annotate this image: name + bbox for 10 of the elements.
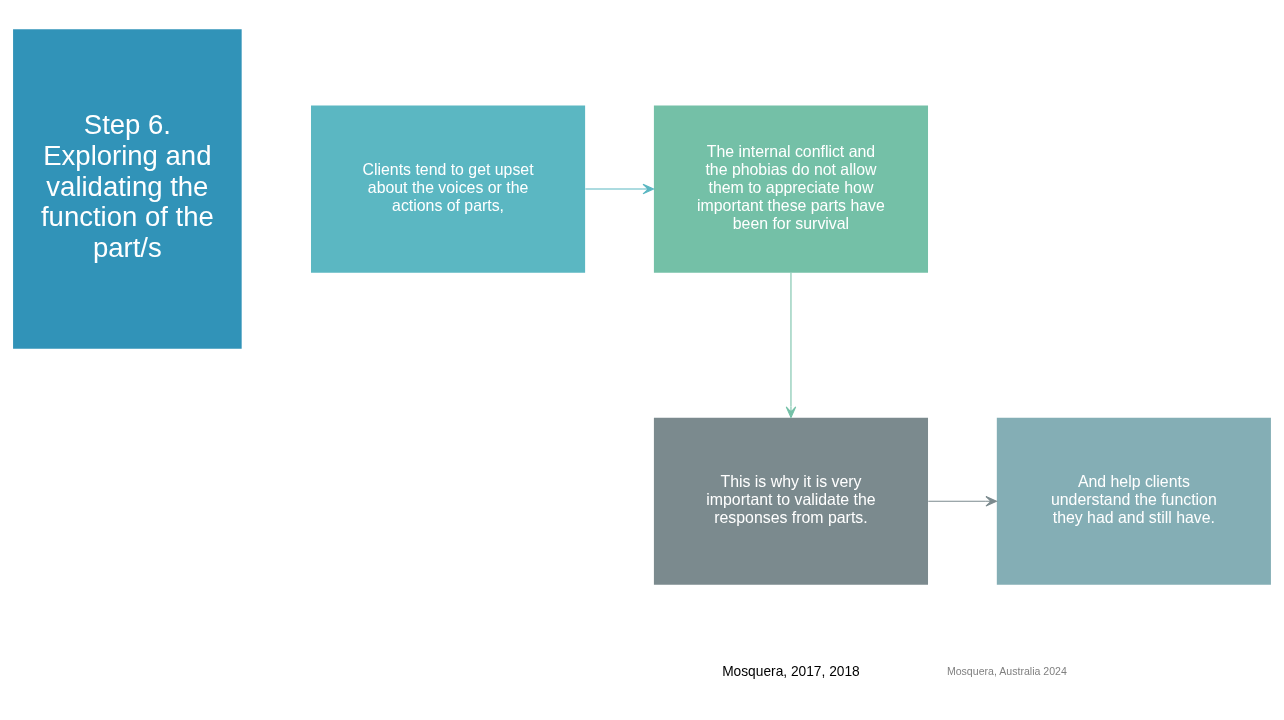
arrow (785, 271, 797, 418)
arrow (927, 495, 998, 507)
node-box: This is why it is very important to validate the responses from parts. (653, 417, 928, 585)
label: Mosquera, Australia 2024 (946, 664, 1067, 677)
node-box: Clients tend to get upset about the voices or the actions of parts, (311, 104, 586, 273)
label: Mosquera, 2017, 2018 (722, 663, 860, 679)
node-box: And help clients understand the function they had and still have. (996, 417, 1271, 585)
arrow (584, 183, 655, 194)
node-box: The internal conflict and the phobias do not allow them to appreciate how important these parts have been for survival (653, 104, 928, 273)
node-box: Step 6. Exploring and validating the function of the part/s (13, 28, 242, 349)
